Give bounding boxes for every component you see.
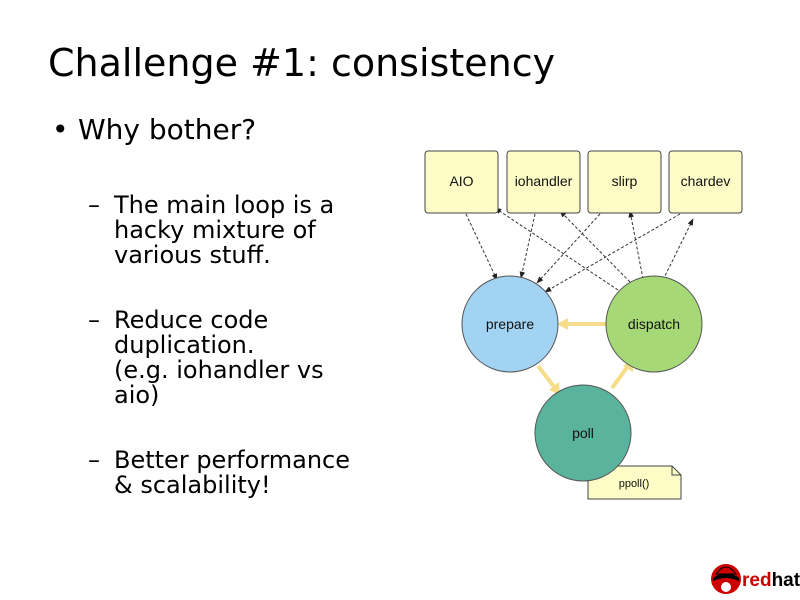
ppoll-note: ppoll() bbox=[587, 465, 682, 500]
arrow-iohandler-to-prepare bbox=[519, 213, 536, 279]
cycle-arrow-poll-to-dispatch bbox=[610, 364, 630, 390]
source-label: chardev bbox=[681, 173, 731, 189]
cycle-arrowhead bbox=[557, 318, 568, 330]
cycle-arrowhead bbox=[549, 382, 560, 395]
source-box-aio: AIO bbox=[424, 150, 499, 214]
sub-bullet-item: – Better performance & scalability! bbox=[88, 448, 388, 498]
cycle-arrow-prepare-to-poll bbox=[536, 364, 557, 390]
phase-poll: poll bbox=[534, 384, 632, 482]
phase-label: prepare bbox=[486, 316, 534, 332]
phase-dispatch: dispatch bbox=[605, 275, 703, 373]
sub-bullet-marker: – bbox=[88, 191, 100, 219]
source-label: iohandler bbox=[515, 173, 573, 189]
arrow-chardev-to-prepare bbox=[544, 213, 681, 293]
bullet-marker: • bbox=[52, 113, 69, 146]
sub-bullet-text: Reduce code duplication. (e.g. iohandler… bbox=[114, 306, 324, 409]
arrow-dispatch-to-slirp bbox=[628, 210, 644, 280]
sub-bullet-item: – The main loop is a hacky mixture of va… bbox=[88, 193, 388, 268]
arrow-dispatch-to-iohandler bbox=[559, 210, 631, 283]
bullet-text: Why bother? bbox=[78, 113, 257, 146]
bullet-item: • Why bother? bbox=[52, 113, 392, 147]
source-box-slirp: slirp bbox=[587, 150, 662, 214]
shadowman-icon bbox=[711, 564, 741, 594]
note-label: ppoll() bbox=[619, 478, 650, 490]
logo-text-red: red bbox=[742, 570, 772, 591]
sub-bullet-item: – Reduce code duplication. (e.g. iohandl… bbox=[88, 308, 388, 408]
arrow-slirp-to-prepare bbox=[536, 213, 601, 284]
phase-prepare: prepare bbox=[461, 275, 559, 373]
phase-label: dispatch bbox=[628, 316, 680, 332]
sub-bullet-text: The main loop is a hacky mixture of vari… bbox=[114, 191, 335, 269]
source-label: slirp bbox=[612, 173, 638, 189]
source-label: AIO bbox=[449, 173, 473, 189]
sub-bullet-text: Better performance & scalability! bbox=[114, 446, 351, 499]
bullet-list: • Why bother? bbox=[52, 113, 392, 147]
phase-label: poll bbox=[572, 425, 594, 441]
logo-text: redhat. bbox=[742, 570, 800, 591]
redhat-logo: redhat. bbox=[711, 564, 800, 594]
connector-arrows bbox=[465, 207, 694, 293]
sub-bullet-marker: – bbox=[88, 306, 100, 334]
source-box-iohandler: iohandler bbox=[506, 150, 581, 214]
arrow-aio-to-prepare bbox=[465, 213, 498, 281]
slide-title: Challenge #1: consistency bbox=[48, 41, 556, 85]
source-box-chardev: chardev bbox=[668, 150, 743, 214]
logo-text-hat: hat bbox=[772, 570, 800, 591]
sub-bullet-marker: – bbox=[88, 446, 100, 474]
arrow-dispatch-to-chardev bbox=[662, 218, 694, 281]
